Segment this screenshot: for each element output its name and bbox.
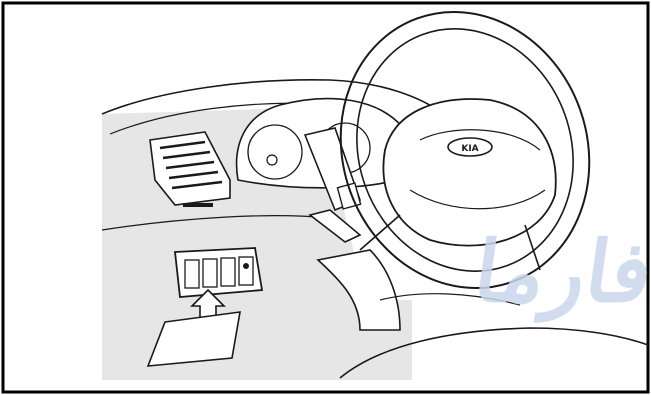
brand-emblem-text: KIA	[461, 144, 478, 154]
switch-panel	[175, 248, 262, 297]
gauge-left	[248, 125, 302, 179]
